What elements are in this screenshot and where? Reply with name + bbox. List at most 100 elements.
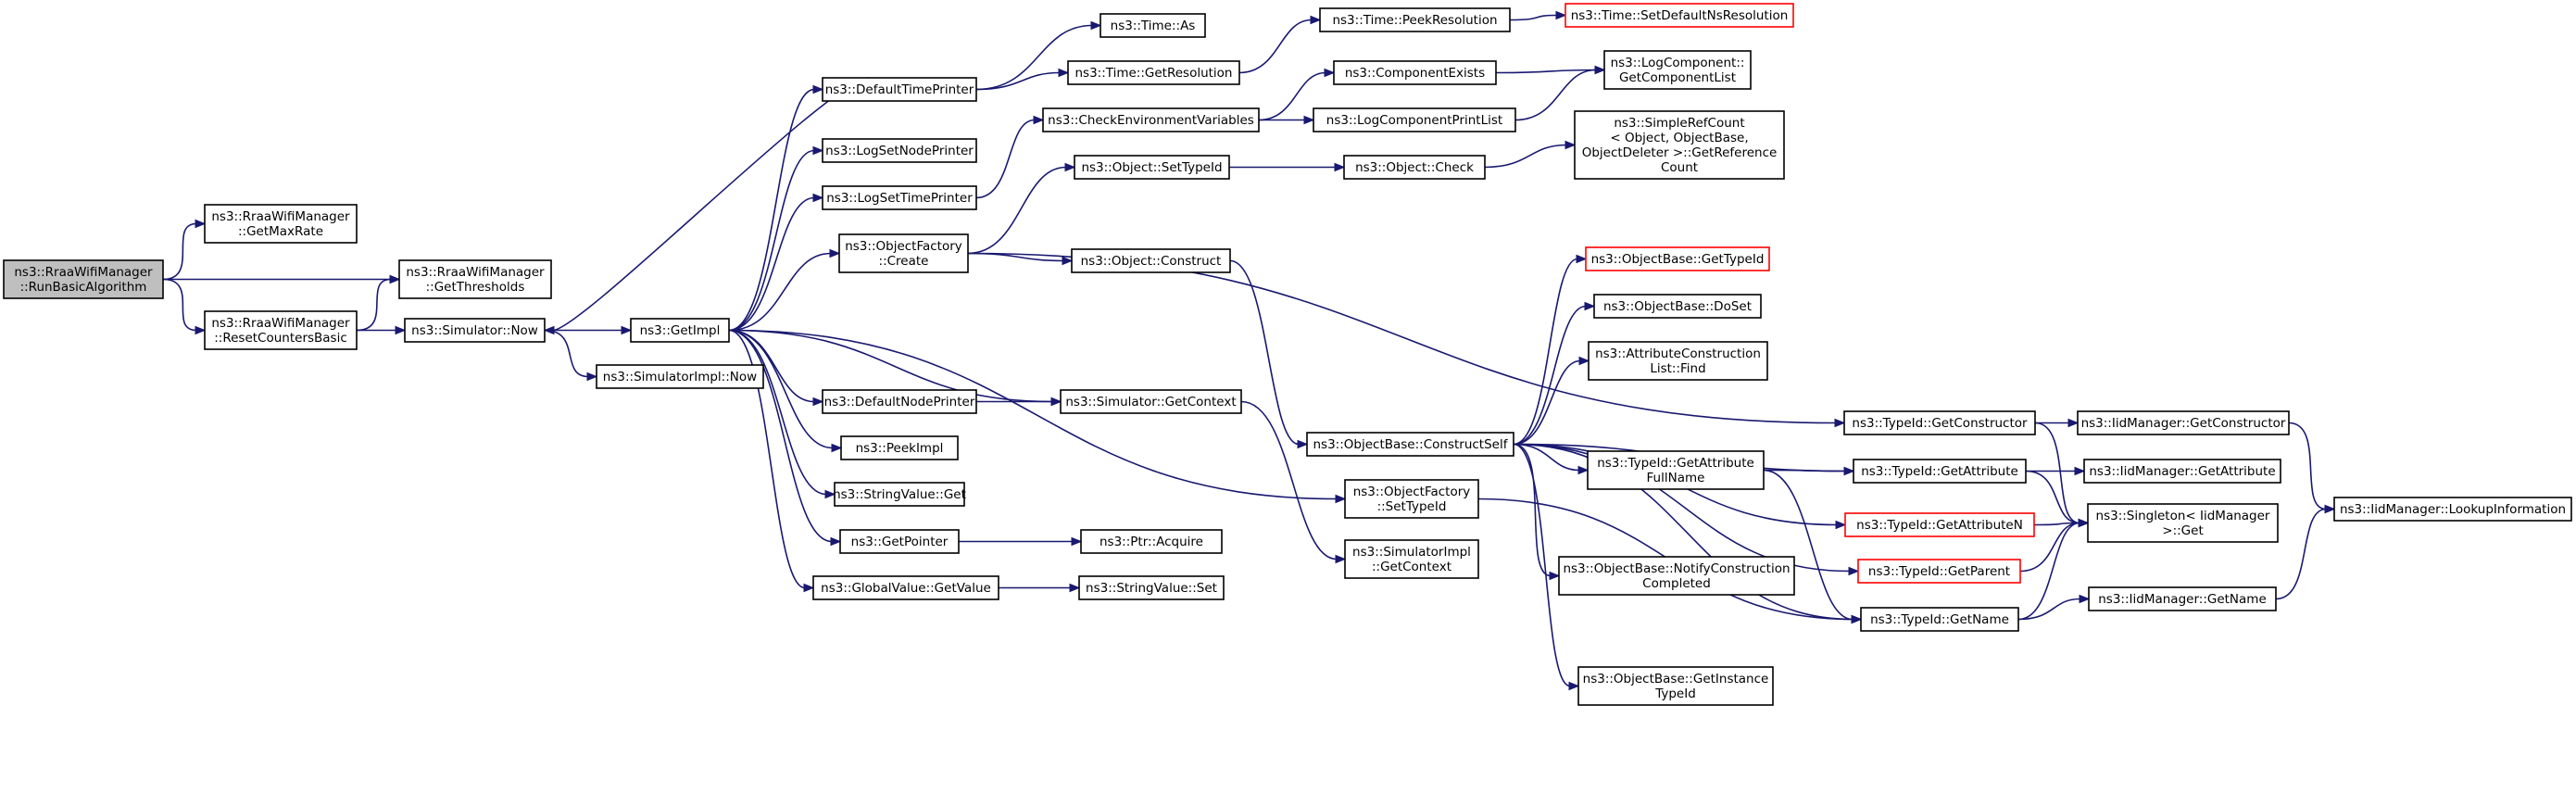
arrowhead	[1064, 162, 1076, 172]
node-defaulttimeprinter[interactable]: ns3::DefaultTimePrinter	[822, 77, 977, 102]
node-box	[204, 310, 358, 350]
node-typeidgetname[interactable]: ns3::TypeId::GetName	[1860, 607, 2019, 632]
node-typeidgetconstructor[interactable]: ns3::TypeId::GetConstructor	[1843, 410, 2036, 435]
node-objcheck[interactable]: ns3::Object::Check	[1343, 155, 1486, 180]
node-label: ns3::Simulator::GetContext	[1065, 395, 1236, 409]
arrowhead	[1568, 681, 1580, 691]
node-singletonget[interactable]: ns3::Singleton< IidManager>::Get	[2087, 503, 2279, 543]
node-logcompprintlist[interactable]: ns3::LogComponentPrintList	[1313, 107, 1516, 132]
node-layer: ns3::RraaWifiManager::RunBasicAlgorithmn…	[3, 3, 2572, 706]
node-label: ns3::ObjectBase::DoSet	[1603, 299, 1752, 314]
node-iidlookup[interactable]: ns3::IidManager::LookupInformation	[2333, 497, 2572, 522]
node-runbasic[interactable]: ns3::RraaWifiManager::RunBasicAlgorithm	[3, 259, 164, 299]
node-simimplgetcontext[interactable]: ns3::SimulatorImpl::GetContext	[1344, 539, 1479, 579]
edge-objconstruct-to-objbaseconstructself	[1229, 259, 1300, 446]
node-simplerefcount[interactable]: ns3::SimpleRefCount< Object, ObjectBase,…	[1574, 110, 1785, 180]
node-label: ns3::StringValue::Get	[833, 487, 966, 502]
node-box	[3, 259, 164, 299]
node-typeidgetattribute[interactable]: ns3::TypeId::GetAttribute	[1853, 459, 2027, 484]
node-box	[1060, 389, 1242, 414]
node-box	[2077, 410, 2290, 435]
node-objfactorysettypeid[interactable]: ns3::ObjectFactory::SetTypeId	[1344, 479, 1479, 519]
node-timepeekres[interactable]: ns3::Time::PeekResolution	[1319, 7, 1511, 32]
node-simgetcontext[interactable]: ns3::Simulator::GetContext	[1060, 389, 1242, 414]
edge-defaulttimeprinter-to-timegetres	[975, 71, 1061, 91]
node-objbasedoset[interactable]: ns3::ObjectBase::DoSet	[1593, 294, 1762, 319]
node-iidgetconstructor[interactable]: ns3::IidManager::GetConstructor	[2077, 410, 2290, 435]
node-timegetres[interactable]: ns3::Time::GetResolution	[1067, 60, 1240, 85]
node-label: GetComponentList	[1619, 70, 1736, 85]
node-box	[1844, 512, 2035, 537]
node-objbasenotify[interactable]: ns3::ObjectBase::NotifyConstructionCompl…	[1558, 556, 1795, 596]
node-label: ns3::CheckEnvironmentVariables	[1048, 113, 1254, 128]
arrowhead	[1335, 494, 1347, 504]
arrowhead	[586, 372, 598, 382]
arrowhead	[1050, 397, 1062, 407]
node-objsettypeid[interactable]: ns3::Object::SetTypeId	[1074, 155, 1230, 180]
node-iidgetattribute[interactable]: ns3::IidManager::GetAttribute	[2083, 459, 2281, 484]
node-label: ns3::StringValue::Set	[1086, 581, 1217, 596]
node-label: ns3::Ptr::Acquire	[1100, 535, 1203, 549]
node-box	[1344, 479, 1479, 519]
arrowhead	[195, 325, 207, 335]
arrowhead	[1843, 466, 1855, 476]
node-checkenv[interactable]: ns3::CheckEnvironmentVariables	[1042, 107, 1260, 132]
node-getmaxrate[interactable]: ns3::RraaWifiManager::GetMaxRate	[204, 204, 358, 244]
node-getimpl[interactable]: ns3::GetImpl	[630, 318, 730, 343]
node-typeidgetattributen[interactable]: ns3::TypeId::GetAttributeN	[1844, 512, 2035, 537]
node-getpointer[interactable]: ns3::GetPointer	[839, 529, 960, 554]
arrowhead	[824, 489, 836, 499]
node-objfactorycreate[interactable]: ns3::ObjectFactory::Create	[838, 233, 969, 273]
node-box	[1558, 556, 1795, 596]
node-globalvaluegetvalue[interactable]: ns3::GlobalValue::GetValue	[812, 575, 999, 600]
node-objconstruct[interactable]: ns3::Object::Construct	[1071, 248, 1231, 273]
edge-getimpl-to-peekimpl	[728, 329, 834, 449]
node-timesetdefault[interactable]: ns3::Time::SetDefaultNsResolution	[1564, 3, 1794, 28]
node-label: ns3::TypeId::GetAttribute	[1861, 464, 2018, 479]
node-objbaseconstructself[interactable]: ns3::ObjectBase::ConstructSelf	[1306, 432, 1514, 457]
edge-resetcounters-to-getthresholds	[356, 278, 392, 332]
node-label: ns3::RraaWifiManager	[14, 265, 153, 280]
node-simnow[interactable]: ns3::Simulator::Now	[404, 318, 546, 343]
arrowhead	[1577, 465, 1590, 475]
node-getthresholds[interactable]: ns3::RraaWifiManager::GetThresholds	[398, 259, 552, 299]
edge-simnow-to-simimplnow	[544, 329, 589, 378]
node-compexists[interactable]: ns3::ComponentExists	[1333, 60, 1497, 85]
arrowhead	[1324, 68, 1336, 78]
node-box	[1603, 50, 1752, 90]
edge-objbaseconstructself-to-typeidgetname	[1513, 443, 1853, 621]
node-typeidgetparent[interactable]: ns3::TypeId::GetParent	[1857, 559, 2021, 584]
arrowhead	[1058, 68, 1070, 78]
node-logsettimeprinter[interactable]: ns3::LogSetTimePrinter	[822, 185, 977, 210]
arrowhead	[1594, 65, 1606, 75]
node-iidgetname[interactable]: ns3::IidManager::GetName	[2088, 586, 2277, 611]
arrowhead	[1848, 566, 1860, 576]
arrowhead	[1069, 583, 1081, 593]
node-label: ns3::LogSetNodePrinter	[825, 144, 974, 158]
node-box	[1564, 3, 1794, 28]
node-defaultnodeprinter[interactable]: ns3::DefaultNodePrinter	[822, 389, 977, 414]
arrowhead	[812, 193, 824, 203]
node-label: ns3::IidManager::GetName	[2098, 592, 2267, 607]
node-ptracquire[interactable]: ns3::Ptr::Acquire	[1080, 529, 1223, 554]
node-box	[1843, 410, 2036, 435]
node-box	[204, 204, 358, 244]
edge-objbaseconstructself-to-objbasegetinstance	[1513, 443, 1571, 687]
node-stringvalueset[interactable]: ns3::StringValue::Set	[1078, 575, 1225, 600]
node-timeas[interactable]: ns3::Time::As	[1100, 13, 1206, 38]
node-peekimpl[interactable]: ns3::PeekImpl	[840, 435, 959, 460]
node-stringvalueget[interactable]: ns3::StringValue::Get	[833, 482, 966, 507]
arrowhead	[1071, 536, 1083, 547]
edge-typeidgetconstructor-to-singletonget	[2034, 422, 2080, 524]
edge-typeidgetattribute-to-singletonget	[2025, 470, 2080, 524]
arrowhead	[1090, 20, 1102, 31]
node-logsetnodeprinter[interactable]: ns3::LogSetNodePrinter	[822, 138, 977, 163]
node-simimplnow[interactable]: ns3::SimulatorImpl::Now	[596, 364, 764, 389]
node-label: ns3::SimulatorImpl::Now	[603, 370, 757, 384]
node-resetcounters[interactable]: ns3::RraaWifiManager::ResetCountersBasic	[204, 310, 358, 350]
node-objbasegettypeid[interactable]: ns3::ObjectBase::GetTypeId	[1585, 246, 1770, 271]
node-logcompgetlist[interactable]: ns3::LogComponent::GetComponentList	[1603, 50, 1752, 90]
